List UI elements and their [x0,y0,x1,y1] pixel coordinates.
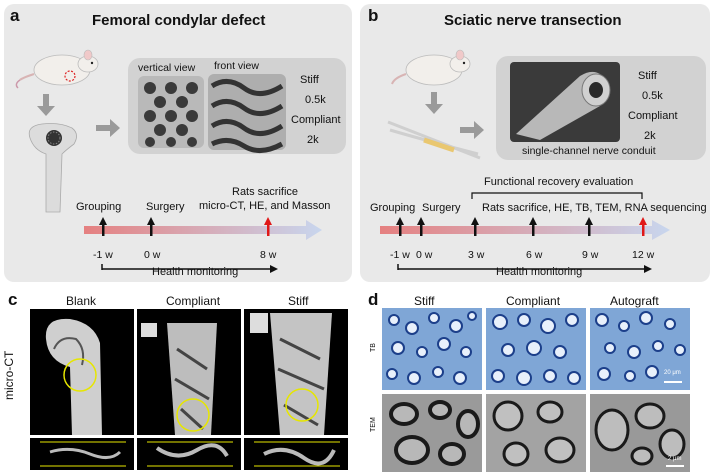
panel-b-label: b [368,6,379,25]
timeline-b-grouping: Grouping [370,202,416,214]
compliant-label-b: Compliant [628,110,678,122]
panel-d-col-stiff: Stiff [414,294,435,308]
microct-blank-section [30,438,134,470]
panel-d-row-tb: TB [370,343,377,352]
tick-b-6w: 6 w [526,249,543,261]
tick-b-9w: 9 w [582,249,599,261]
tick-a-minus1w: -1 w [93,249,113,261]
microct-stiff-section [244,438,348,470]
scale-bar-tb: 20 μm [664,370,681,376]
panel-c-label: c [8,290,18,309]
front-view-label: front view [214,60,259,72]
femur-illustration [28,123,77,213]
panel-b-title: Sciatic nerve transection [444,12,622,29]
rat-illustration-b [391,49,471,86]
timeline-a-assays: micro-CT, HE, and Masson [199,200,331,212]
conduit-caption: single-channel nerve conduit [522,145,656,157]
tb-autograft-image [590,308,690,390]
timeline-b-bar [380,217,670,240]
tick-b-12w: 12 w [632,249,655,261]
panel-d-col-compliant: Compliant [506,294,561,308]
scaffold-front-image [208,74,286,153]
timeline-b-surgery: Surgery [422,202,461,214]
tick-b-0w: 0 w [416,249,433,261]
arrow-right-b [460,121,484,139]
tick-a-0w: 0 w [144,249,161,261]
microct-stiff [244,309,348,435]
tb-stiff-image [382,308,482,390]
panel-c-row-label: micro-CT [2,350,16,400]
nerve-conduit-image [510,62,620,142]
timeline-a-bar [84,217,322,240]
health-arrow-b [397,264,652,273]
compliant-value-b: 2k [644,130,656,142]
compliant-value-a: 2k [307,134,319,146]
timeline-a-surgery: Surgery [146,201,185,213]
compliant-label-a: Compliant [291,114,341,126]
panel-a-title: Femoral condylar defect [92,12,266,29]
scaffold-vertical-image [138,76,204,148]
tem-stiff-image [382,394,482,472]
rat-illustration-a [15,49,99,89]
functional-recovery-label: Functional recovery evaluation [484,176,634,188]
health-monitoring-b: Health monitoring [496,266,583,278]
arrow-down-b [425,92,443,114]
vertical-view-label: vertical view [138,62,196,74]
scale-bar-tem: 2 μm [668,456,682,462]
functional-bracket [471,192,643,199]
panel-a-label: a [10,6,20,25]
stiff-value-a: 0.5k [305,94,326,106]
tem-compliant-image [486,394,586,472]
microct-blank [30,309,134,435]
health-arrow-a [101,264,278,273]
panel-c-col-stiff: Stiff [288,294,309,308]
timeline-a-grouping: Grouping [76,201,122,213]
panel-c-col-compliant: Compliant [166,294,221,308]
timeline-b-assays: Rats sacrifice, HE, TB, TEM, RNA sequenc… [482,202,707,214]
tick-b-minus1w: -1 w [390,249,410,261]
tem-autograft-image [590,394,690,472]
tb-compliant-image [486,308,586,390]
tick-b-3w: 3 w [468,249,485,261]
stiff-value-b: 0.5k [642,90,663,102]
microct-compliant-section [137,438,241,470]
health-monitoring-a: Health monitoring [152,266,239,278]
arrow-down-a [37,94,55,116]
arrow-right-a [96,119,120,137]
nerve-illustration [387,120,481,160]
microct-compliant [137,309,241,435]
stiff-label-b: Stiff [638,70,657,82]
tick-a-8w: 8 w [260,249,277,261]
timeline-a-sacrifice: Rats sacrifice [232,186,299,198]
panel-d-label: d [368,290,379,309]
stiff-label-a: Stiff [300,74,319,86]
panel-c-col-blank: Blank [66,294,97,308]
panel-d-row-tem: TEM [370,417,377,432]
panel-d-col-autograft: Autograft [610,294,659,308]
